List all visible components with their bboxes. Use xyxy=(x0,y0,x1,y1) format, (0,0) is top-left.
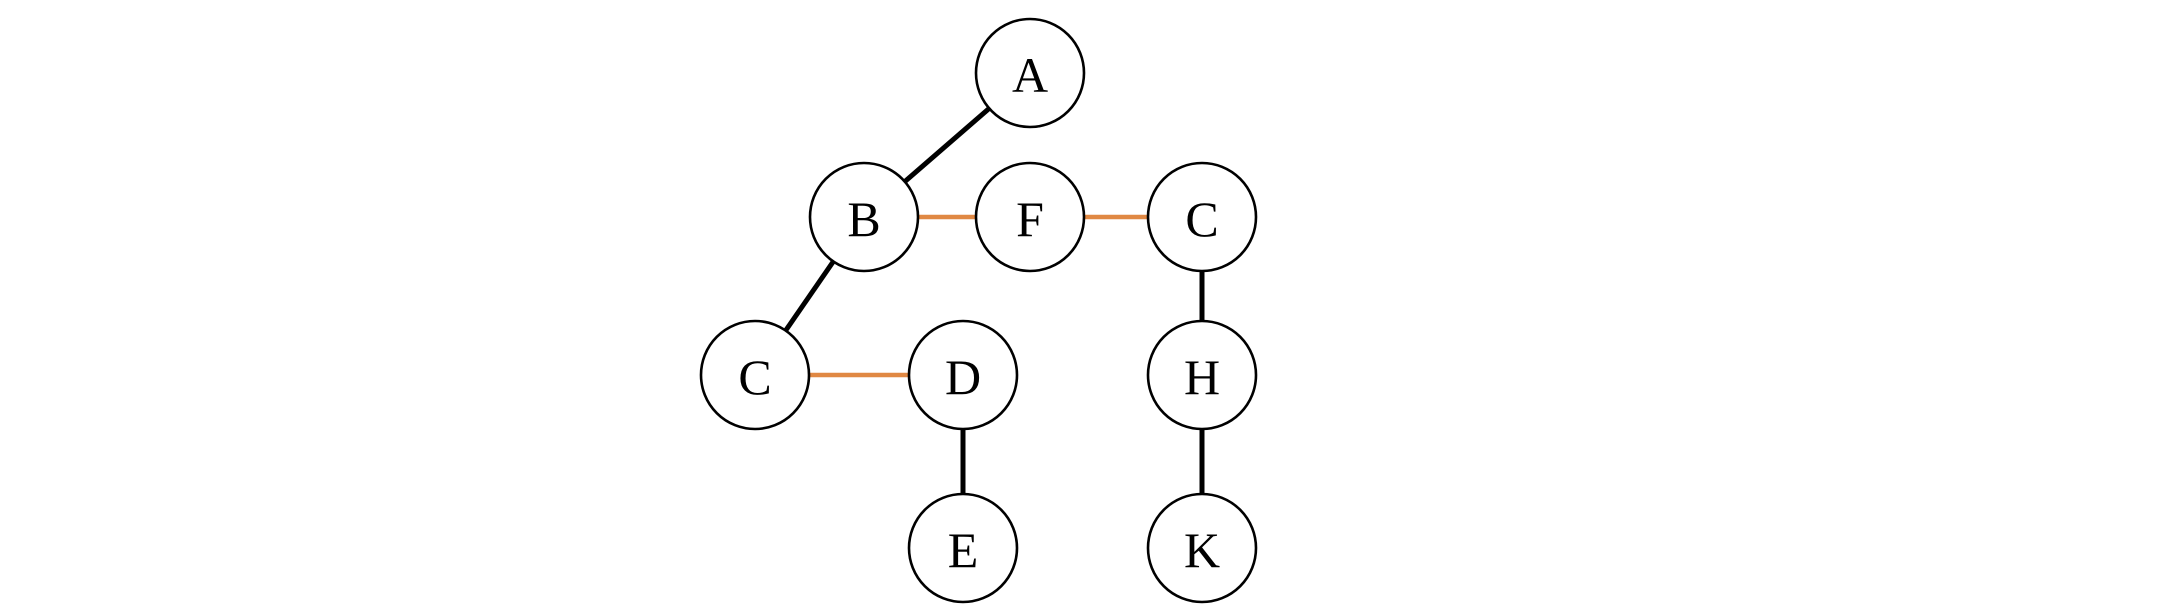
graph-node[interactable]: H xyxy=(1146,319,1258,431)
node-label: A xyxy=(1012,47,1048,103)
graph-node[interactable]: D xyxy=(907,319,1019,431)
edges-layer xyxy=(783,105,1205,495)
graph-node[interactable]: K xyxy=(1146,492,1258,604)
node-circle[interactable] xyxy=(907,319,1019,431)
node-label: B xyxy=(847,191,880,247)
node-label: F xyxy=(1016,191,1044,247)
node-label: D xyxy=(945,349,981,405)
nodes-layer: A B F C C D H E K xyxy=(699,17,1258,604)
node-circle[interactable] xyxy=(808,161,920,273)
node-circle[interactable] xyxy=(699,319,811,431)
node-circle[interactable] xyxy=(974,161,1086,273)
graph-node[interactable]: F xyxy=(974,161,1086,273)
graph-edge xyxy=(783,259,836,333)
node-label: C xyxy=(738,349,771,405)
node-circle[interactable] xyxy=(907,492,1019,604)
node-label: K xyxy=(1184,522,1220,578)
graph-node[interactable]: C xyxy=(1146,161,1258,273)
node-circle[interactable] xyxy=(1146,161,1258,273)
graph-node[interactable]: E xyxy=(907,492,1019,604)
node-label: E xyxy=(948,522,979,578)
node-circle[interactable] xyxy=(1146,319,1258,431)
graph-edge xyxy=(902,105,992,185)
graph-node[interactable]: B xyxy=(808,161,920,273)
node-circle[interactable] xyxy=(1146,492,1258,604)
node-circle[interactable] xyxy=(974,17,1086,129)
graph-node[interactable]: A xyxy=(974,17,1086,129)
node-label: C xyxy=(1185,191,1218,247)
graph-node[interactable]: C xyxy=(699,319,811,431)
node-label: H xyxy=(1184,349,1220,405)
